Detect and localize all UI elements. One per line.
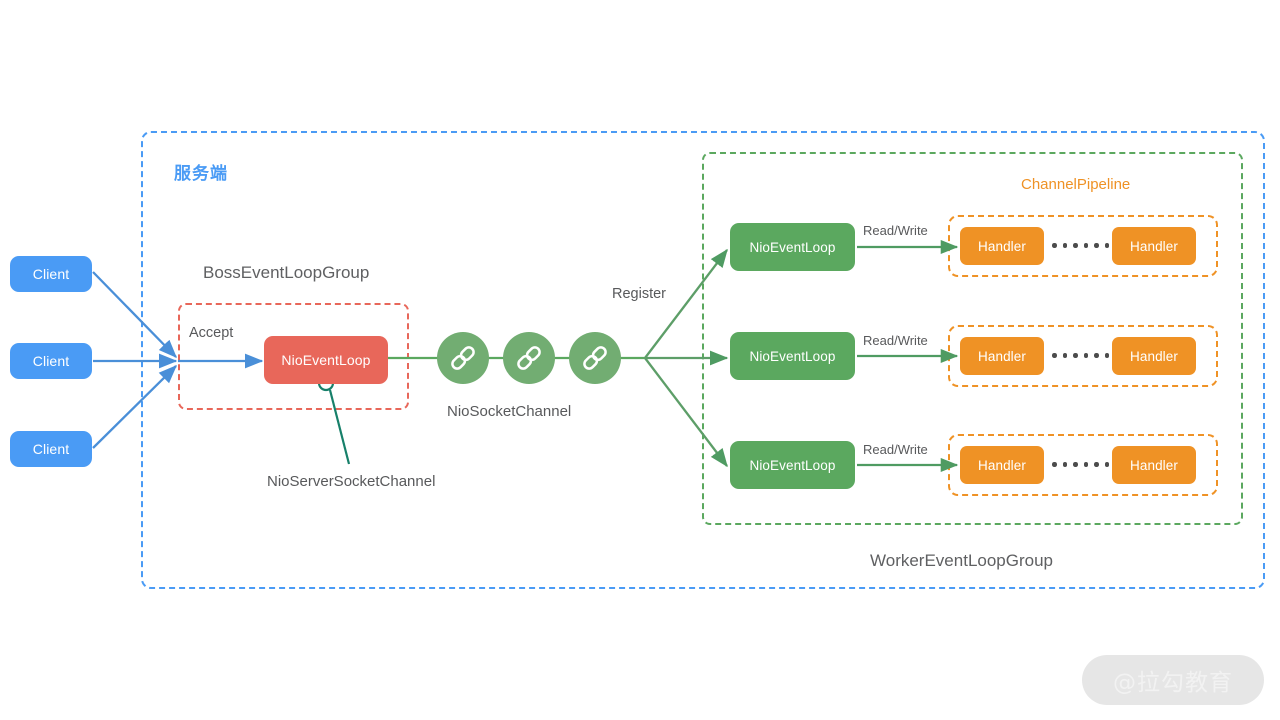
handler-label: Handler	[1130, 238, 1178, 254]
boss-nio-event-loop-node[interactable]: NioEventLoop	[264, 336, 388, 384]
nio-server-socket-channel-label: NioServerSocketChannel	[267, 473, 436, 490]
watermark: @拉勾教育	[1082, 655, 1264, 705]
handler-node-1b[interactable]: Handler	[1112, 227, 1196, 265]
client-label: Client	[32, 266, 70, 282]
handler-ellipsis-2	[1052, 353, 1109, 358]
worker-nio-event-loop-label: NioEventLoop	[749, 348, 836, 364]
worker-nio-event-loop-label: NioEventLoop	[749, 239, 836, 255]
read-write-label-1: Read/Write	[863, 223, 928, 238]
worker-nio-event-loop-node-3[interactable]: NioEventLoop	[730, 441, 855, 489]
handler-label: Handler	[978, 348, 1026, 364]
channel-pipeline-label: ChannelPipeline	[1021, 176, 1131, 193]
handler-label: Handler	[978, 238, 1026, 254]
chain-link-icon	[517, 346, 541, 370]
register-label: Register	[612, 286, 666, 302]
worker-event-loop-group-label: WorkerEventLoopGroup	[870, 551, 1054, 570]
client-label: Client	[32, 441, 70, 457]
boss-event-loop-group-label: BossEventLoopGroup	[203, 263, 370, 282]
worker-nio-event-loop-label: NioEventLoop	[749, 457, 836, 473]
read-write-label-3: Read/Write	[863, 442, 928, 457]
chain-link-icon	[583, 346, 607, 370]
client-label: Client	[32, 353, 70, 369]
handler-ellipsis-1	[1052, 243, 1109, 248]
worker-nio-event-loop-node-2[interactable]: NioEventLoop	[730, 332, 855, 380]
chain-link-icon	[451, 346, 475, 370]
nio-socket-channel-node-3[interactable]	[569, 332, 621, 384]
worker-nio-event-loop-node-1[interactable]: NioEventLoop	[730, 223, 855, 271]
read-write-label-2: Read/Write	[863, 333, 928, 348]
handler-label: Handler	[1130, 348, 1178, 364]
nio-socket-channel-node-1[interactable]	[437, 332, 489, 384]
handler-node-1a[interactable]: Handler	[960, 227, 1044, 265]
handler-node-3b[interactable]: Handler	[1112, 446, 1196, 484]
client-node-3[interactable]: Client	[10, 431, 92, 467]
boss-nio-event-loop-label: NioEventLoop	[281, 352, 371, 368]
client-node-1[interactable]: Client	[10, 256, 92, 292]
client-node-2[interactable]: Client	[10, 343, 92, 379]
handler-ellipsis-3	[1052, 462, 1109, 467]
handler-label: Handler	[978, 457, 1026, 473]
handler-node-3a[interactable]: Handler	[960, 446, 1044, 484]
server-boundary-label: 服务端	[174, 164, 228, 183]
handler-node-2b[interactable]: Handler	[1112, 337, 1196, 375]
handler-label: Handler	[1130, 457, 1178, 473]
nio-socket-channel-node-2[interactable]	[503, 332, 555, 384]
accept-label: Accept	[189, 325, 234, 341]
handler-node-2a[interactable]: Handler	[960, 337, 1044, 375]
nio-socket-channel-label: NioSocketChannel	[447, 403, 572, 420]
boss-event-loop-group-box	[178, 303, 409, 410]
